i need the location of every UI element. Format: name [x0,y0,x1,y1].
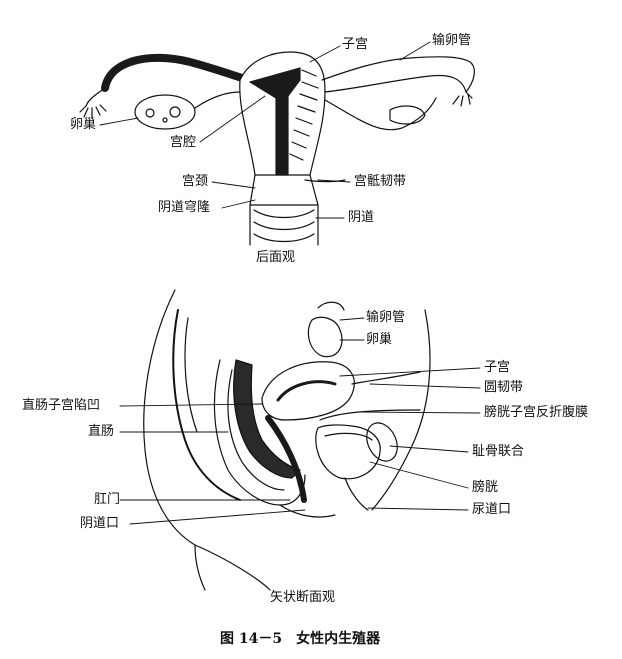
urethra [344,477,369,511]
label-urethral-orifice: 尿道口 [472,502,512,517]
bladder [315,424,381,480]
body-contour [143,289,271,591]
label-round-ligament: 圆韧带 [484,380,524,395]
label-uterosacral-ligament: 宫骶韧带 [354,174,407,189]
label-bladder: 膀胱 [472,480,499,495]
label-cervix: 宫颈 [182,174,209,189]
label-uterine-cavity: 宫腔 [170,135,197,150]
label-vagina: 阴道 [348,210,375,225]
label-fallopian-tube-top: 输卵管 [432,33,472,48]
label-ovary-bottom: 卵巢 [366,332,393,347]
left-tube [101,53,266,92]
cervix [249,174,319,206]
label-rectouterine-pouch: 直肠子宫陷凹 [22,398,101,413]
label-rectum: 直肠 [88,424,115,439]
right-tube [321,56,475,93]
label-vesicouterine-fold: 膀胱子宫反折腹膜 [484,405,589,420]
caption-sagittal-view: 矢状断面观 [270,590,336,605]
label-uterus-bottom: 子宫 [484,360,511,375]
label-ovary-top: 卵巢 [70,117,97,132]
vagina [249,204,319,246]
sagittal-ovary [307,316,343,358]
posterior-leaders [99,41,431,219]
sagittal-view-drawing [143,289,431,591]
left-ovary [134,94,196,130]
figure-caption: 图 14－5 女性内生殖器 [220,631,381,647]
caption-posterior-view: 后面观 [256,250,296,265]
label-pubic-symphysis: 耻骨联合 [472,444,525,459]
label-uterus-top: 子宫 [342,37,369,52]
posterior-view-drawing [79,51,475,246]
label-vaginal-fornix: 阴道穹隆 [158,200,211,215]
uterine-cavity [249,67,301,176]
abdominal-wall [371,309,431,511]
sagittal-vagina [265,415,307,503]
sagittal-leaders [119,317,481,525]
label-vaginal-orifice: 阴道口 [80,516,120,531]
label-fallopian-tube-bottom: 输卵管 [366,310,406,325]
label-anus: 肛门 [94,492,121,507]
sagittal-uterus [261,361,355,421]
sacrum [172,309,241,501]
pubic-symphysis [366,422,398,462]
